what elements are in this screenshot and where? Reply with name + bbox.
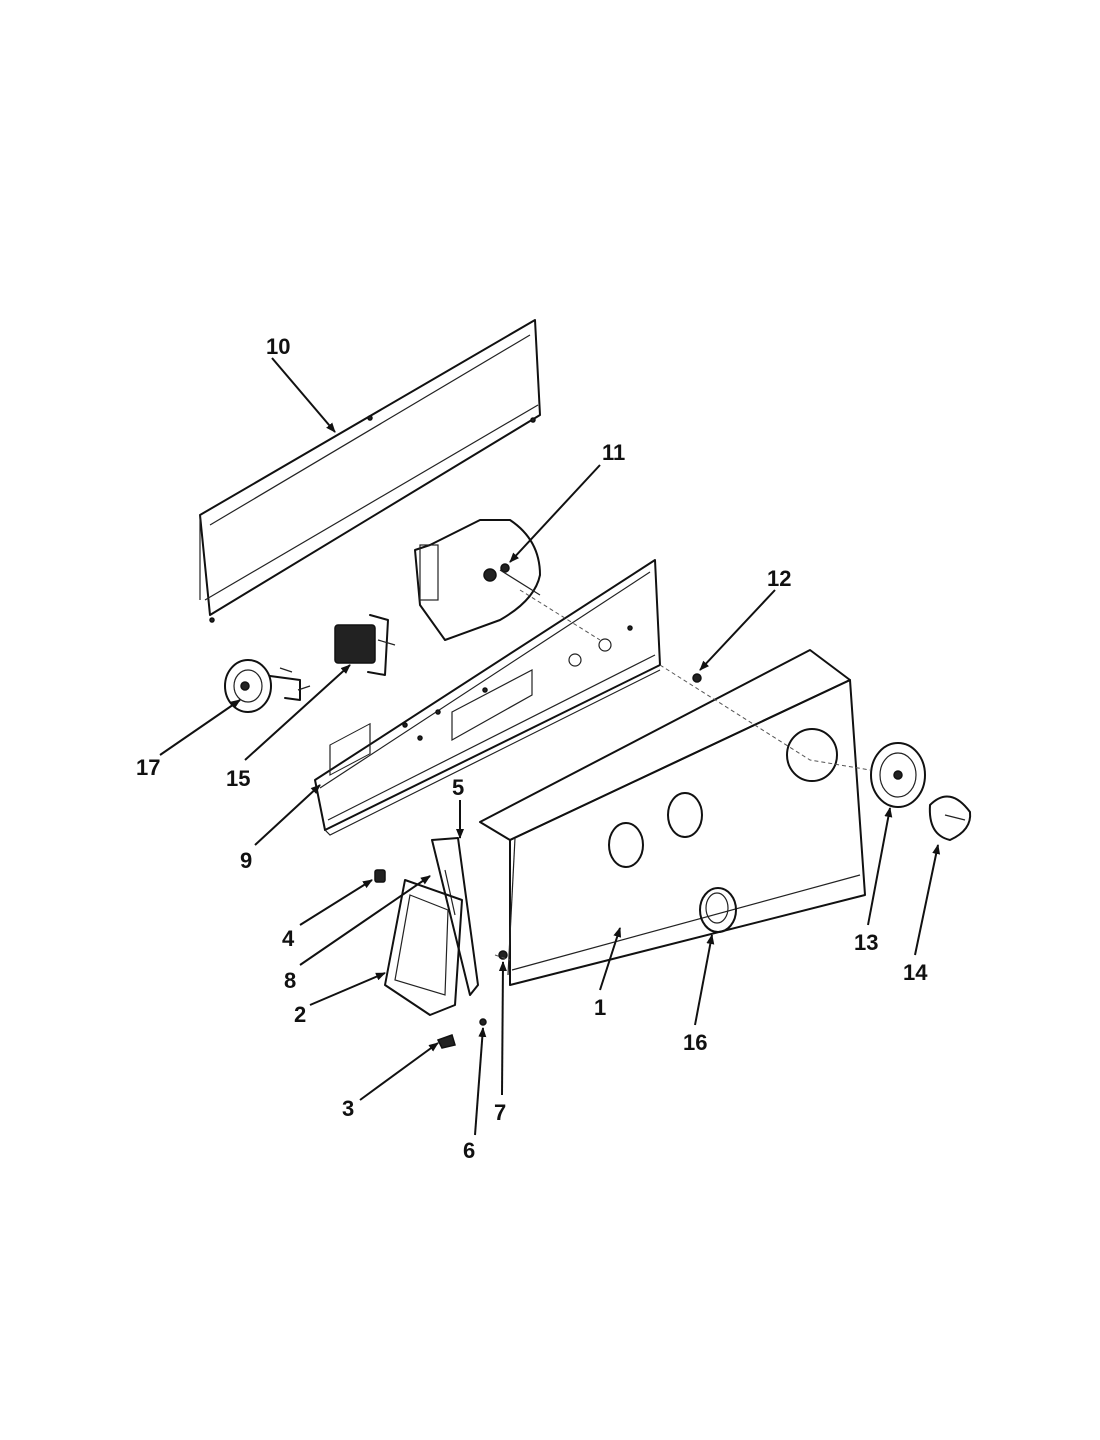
- leader-line-14: [914, 844, 941, 956]
- callout-16: 16: [683, 1030, 707, 1055]
- leader-line-12: [699, 589, 776, 671]
- screw-7: [498, 950, 508, 960]
- pressure-switch: [224, 659, 311, 713]
- leader-line-16: [694, 934, 715, 1026]
- leader-line-9: [254, 784, 321, 846]
- callout-2: 2: [294, 1002, 306, 1027]
- callout-15: 15: [226, 766, 250, 791]
- control-panel-mounting-plate: [314, 559, 661, 836]
- leader-line-8: [299, 875, 431, 966]
- knob-16: [699, 887, 737, 933]
- end-cap-frame: [384, 879, 463, 1016]
- dial-skirt: [870, 742, 926, 808]
- assembly-line: [519, 589, 601, 641]
- rear-cover-panel: [199, 319, 541, 623]
- leader-line-15: [244, 664, 351, 761]
- callout-3: 3: [342, 1096, 354, 1121]
- leader-line-6: [474, 1027, 487, 1136]
- callout-12: 12: [767, 566, 791, 591]
- leader-line-11: [509, 464, 601, 563]
- end-cap: [431, 837, 479, 996]
- callout-8: 8: [284, 968, 296, 993]
- leader-line-3: [359, 1042, 439, 1101]
- leader-line-4: [299, 879, 373, 926]
- timer: [414, 519, 541, 641]
- callout-9: 9: [240, 848, 252, 873]
- callout-4: 4: [282, 926, 295, 951]
- screw-12: [692, 673, 702, 683]
- callout-11: 11: [602, 440, 625, 465]
- callout-7: 7: [494, 1100, 506, 1125]
- leader-line-10: [271, 357, 336, 433]
- control-panel: [479, 649, 866, 986]
- callout-10: 10: [266, 334, 290, 359]
- assembly-line: [659, 664, 871, 771]
- callout-1: 1: [594, 995, 606, 1020]
- callout-5: 5: [452, 775, 464, 800]
- callout-13: 13: [854, 930, 878, 955]
- leader-line-1: [599, 927, 622, 991]
- assembly-line: [494, 954, 511, 961]
- leader-line-2: [309, 972, 386, 1006]
- leader-line-17: [159, 699, 241, 756]
- leader-line-7: [498, 961, 507, 1096]
- switch: [334, 614, 396, 676]
- clip-3: [436, 1034, 456, 1049]
- clip-4: [374, 869, 386, 883]
- callout-6: 6: [463, 1138, 475, 1163]
- callout-14: 14: [903, 960, 928, 985]
- timer-knob: [928, 795, 972, 841]
- callout-17: 17: [136, 755, 160, 780]
- leader-line-13: [867, 807, 893, 926]
- screw-6: [479, 1018, 487, 1026]
